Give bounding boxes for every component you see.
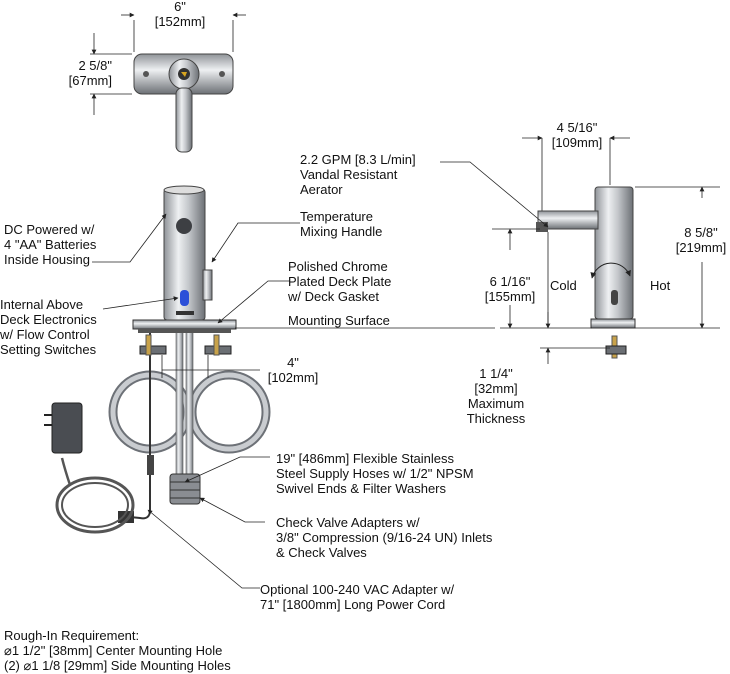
callout-line: w/ Flow Control bbox=[0, 327, 90, 342]
max-thickness-in: 1 1/4" bbox=[479, 366, 513, 381]
mounting-surface-label: Mounting Surface bbox=[288, 313, 390, 328]
max-thickness-word: Maximum bbox=[467, 396, 525, 411]
temperature-handle bbox=[202, 269, 213, 301]
callout-deck-plate: Polished Chrome Plated Deck Plate w/ Dec… bbox=[288, 259, 391, 304]
callout-line: 2.2 GPM [8.3 L/min] bbox=[300, 152, 416, 167]
top-width-label: 6" [152mm] bbox=[150, 0, 210, 29]
callout-line: 71" [1800mm] Long Power Cord bbox=[260, 597, 446, 612]
spout-height-in: 6 1/16" bbox=[489, 274, 531, 289]
top-depth-in: 2 5/8" bbox=[78, 58, 112, 73]
top-width-mm: [152mm] bbox=[154, 14, 206, 29]
top-depth-mm: [67mm] bbox=[68, 73, 112, 88]
top-view bbox=[90, 12, 246, 153]
callout-line: 19" [486mm] Flexible Stainless bbox=[276, 451, 455, 466]
cold-label: Cold bbox=[550, 278, 577, 293]
reach-label: 4 5/16" [109mm] bbox=[544, 120, 610, 150]
callout-line: Swivel Ends & Filter Washers bbox=[276, 481, 447, 496]
callout-dc-power: DC Powered w/ 4 "AA" Batteries Inside Ho… bbox=[4, 222, 96, 267]
max-thickness-word: Thickness bbox=[466, 411, 526, 426]
rough-in-title: Rough-In Requirement: bbox=[4, 628, 140, 643]
callout-line: Internal Above bbox=[0, 297, 84, 312]
callout-line: Aerator bbox=[300, 182, 343, 197]
side-sensor bbox=[611, 290, 618, 305]
side-spout bbox=[537, 210, 599, 230]
callout-line: Deck Electronics bbox=[0, 312, 97, 327]
callout-line: Vandal Resistant bbox=[300, 167, 398, 182]
centers-label: 4" [102mm] bbox=[262, 355, 324, 385]
power-cord-coil bbox=[55, 476, 135, 534]
callout-line: Mixing Handle bbox=[300, 224, 383, 239]
callout-line: w/ Deck Gasket bbox=[288, 289, 380, 304]
front-view bbox=[44, 185, 495, 589]
callout-line: Setting Switches bbox=[0, 342, 97, 357]
side-view bbox=[440, 135, 720, 364]
centers-mm: [102mm] bbox=[267, 370, 319, 385]
check-valve-adapters bbox=[169, 473, 201, 505]
spout-height-mm: [155mm] bbox=[484, 289, 536, 304]
callout-line: DC Powered w/ bbox=[4, 222, 95, 237]
callout-line: Steel Supply Hoses w/ 1/2" NPSM bbox=[276, 466, 474, 481]
callout-line: Optional 100-240 VAC Adapter w/ bbox=[260, 582, 455, 597]
max-thickness-label: 1 1/4" [32mm] Maximum Thickness bbox=[458, 366, 534, 426]
height-label: 8 5/8" [219mm] bbox=[670, 225, 730, 255]
ac-adapter bbox=[51, 402, 83, 454]
callout-electronics: Internal Above Deck Electronics w/ Flow … bbox=[0, 297, 97, 357]
callout-line: 3/8" Compression (9/16-24 UN) Inlets bbox=[276, 530, 493, 545]
callout-line: Check Valve Adapters w/ bbox=[276, 515, 420, 530]
rough-in-line: (2) ⌀1 1/8 [29mm] Side Mounting Holes bbox=[4, 658, 231, 673]
callout-aerator: 2.2 GPM [8.3 L/min] Vandal Resistant Aer… bbox=[300, 152, 416, 197]
height-mm: [219mm] bbox=[675, 240, 727, 255]
callout-adapter: Optional 100-240 VAC Adapter w/ 71" [180… bbox=[260, 582, 454, 612]
hot-label: Hot bbox=[650, 278, 671, 293]
callout-line: Temperature bbox=[300, 209, 373, 224]
aerator-front bbox=[176, 218, 192, 234]
sensor-window bbox=[180, 290, 189, 306]
callout-hoses: 19" [486mm] Flexible Stainless Steel Sup… bbox=[276, 451, 474, 496]
callout-line: Polished Chrome bbox=[288, 259, 388, 274]
reach-in: 4 5/16" bbox=[556, 120, 598, 135]
callout-line: & Check Valves bbox=[276, 545, 367, 560]
height-in: 8 5/8" bbox=[684, 225, 718, 240]
rough-in-line: ⌀1 1/2" [38mm] Center Mounting Hole bbox=[4, 643, 223, 658]
callout-line: Inside Housing bbox=[4, 252, 90, 267]
callout-temp-handle: Temperature Mixing Handle bbox=[300, 209, 382, 239]
side-aerator bbox=[536, 222, 548, 232]
top-width-in: 6" bbox=[174, 0, 186, 14]
spout-height-label: 6 1/16" [155mm] bbox=[478, 274, 542, 304]
reach-mm: [109mm] bbox=[551, 135, 603, 150]
top-depth-label: 2 5/8" [67mm] bbox=[50, 58, 112, 88]
top-spout bbox=[175, 87, 193, 153]
callout-check-valves: Check Valve Adapters w/ 3/8" Compression… bbox=[276, 515, 492, 560]
centers-in: 4" bbox=[287, 355, 299, 370]
max-thickness-mm: [32mm] bbox=[474, 381, 518, 396]
rough-in-block: Rough-In Requirement: ⌀1 1/2" [38mm] Cen… bbox=[4, 628, 231, 673]
callout-line: 4 "AA" Batteries bbox=[4, 237, 97, 252]
callout-line: Plated Deck Plate bbox=[288, 274, 392, 289]
